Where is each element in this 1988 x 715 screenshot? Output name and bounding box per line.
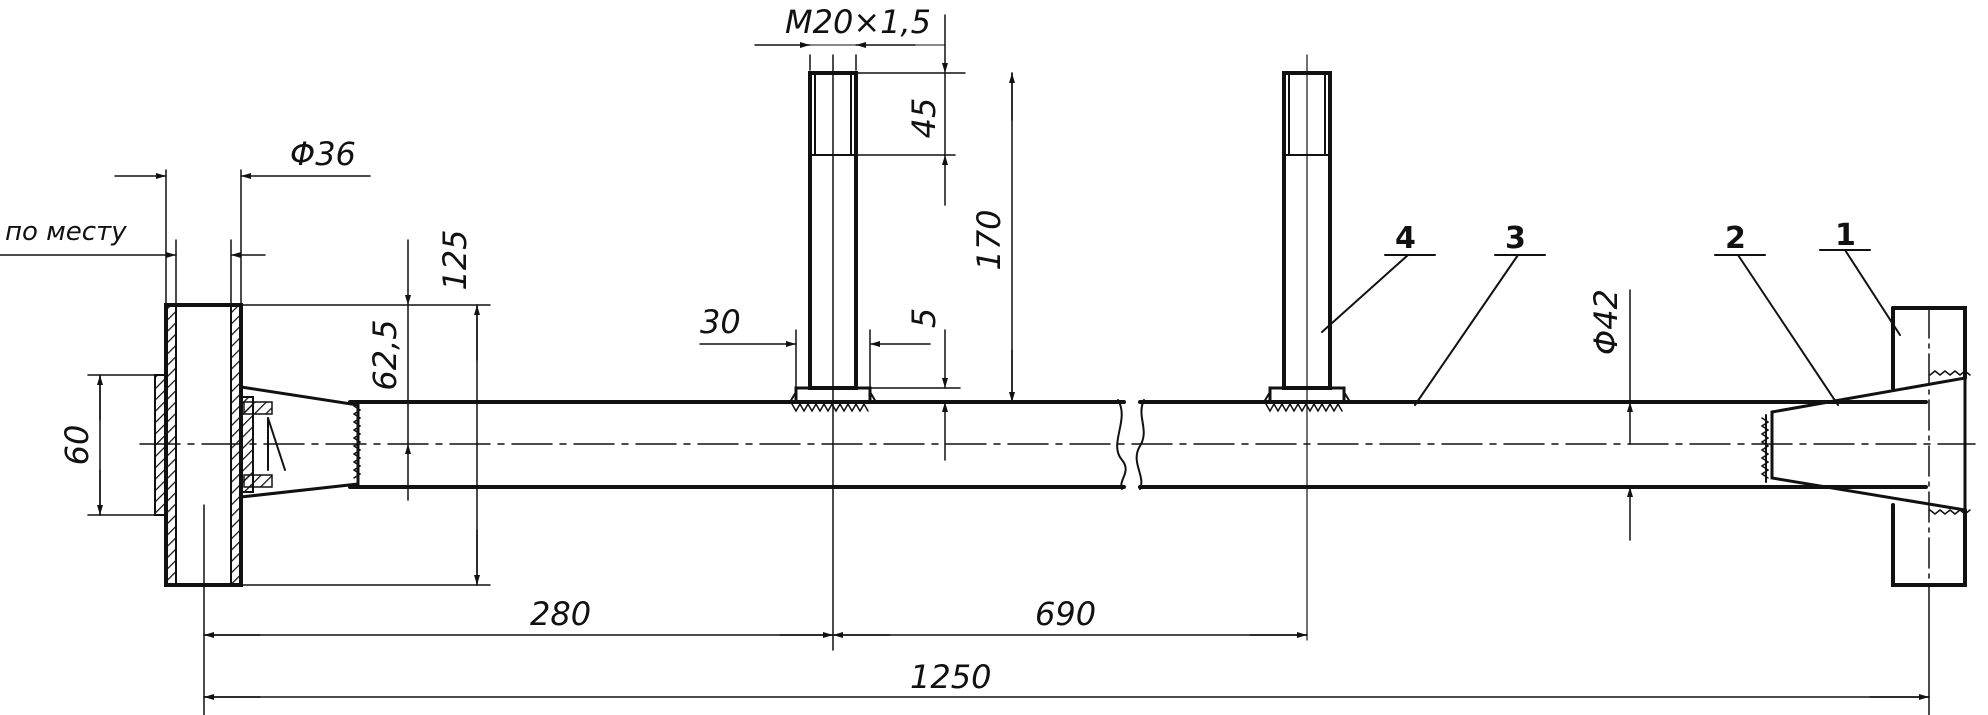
callout-1: 1 xyxy=(1835,218,1856,253)
flange-half-label: 62,5 xyxy=(366,319,404,390)
tube-diameter-label: Φ42 xyxy=(1587,289,1625,355)
callout-2: 2 xyxy=(1725,221,1746,256)
po-mestu-label: по месту xyxy=(5,217,127,247)
left-flange xyxy=(154,303,254,587)
bolt-collar-label: 5 xyxy=(905,308,943,328)
collar-diameter-label: 30 xyxy=(700,303,741,341)
flange-height-label: 125 xyxy=(436,229,474,290)
total-length-label: 1250 xyxy=(910,658,991,696)
hub-diameter-label: 60 xyxy=(58,425,96,466)
callout-4: 4 xyxy=(1395,221,1416,256)
bolt-thread-length-label: 45 xyxy=(905,98,943,139)
bolt-right xyxy=(1263,54,1351,641)
thread-label: M20×1,5 xyxy=(785,3,931,41)
dimension-lines xyxy=(0,14,1930,715)
bolt-height-label: 170 xyxy=(970,209,1008,270)
between-bolts-distance-label: 690 xyxy=(1035,595,1096,633)
left-cone xyxy=(239,385,362,499)
first-bolt-distance-label: 280 xyxy=(530,595,591,633)
callout-leaders xyxy=(1321,249,1901,406)
roller-diameter-label: Φ36 xyxy=(290,135,356,173)
right-flange xyxy=(1891,306,1971,587)
callout-3: 3 xyxy=(1505,221,1526,256)
